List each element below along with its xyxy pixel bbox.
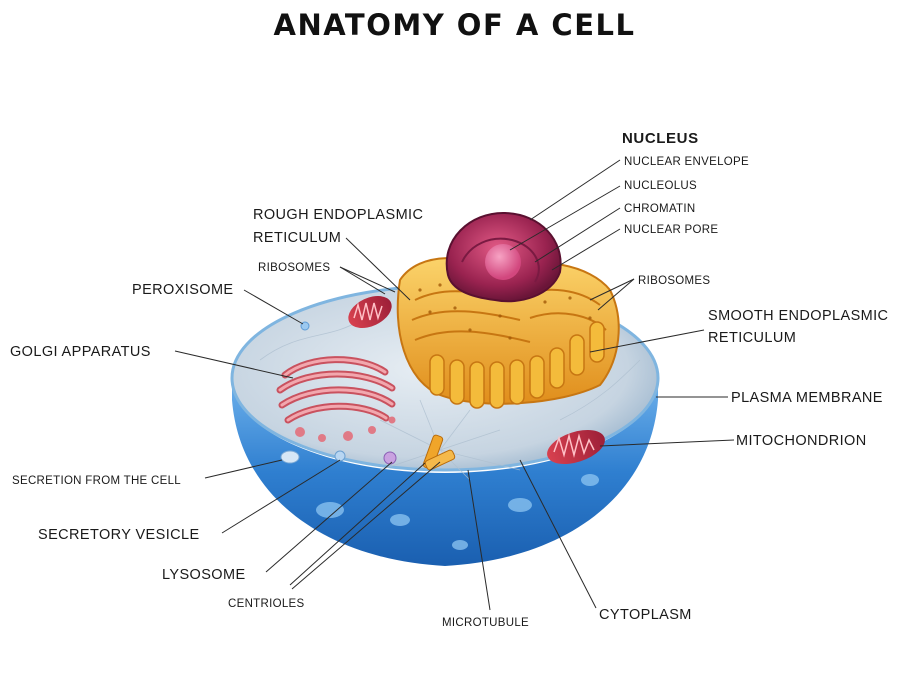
label-smooth-er-line2: RETICULUM xyxy=(708,330,796,346)
label-cytoplasm: CYTOPLASM xyxy=(599,607,692,623)
label-nucleus: NUCLEUS xyxy=(622,130,699,147)
label-ribosomes-right: RIBOSOMES xyxy=(638,275,710,287)
secretion-bubble xyxy=(281,451,299,463)
label-rough-er-line1: ROUGH ENDOPLASMIC xyxy=(253,207,423,223)
label-lysosome: LYSOSOME xyxy=(162,567,246,583)
label-peroxisome: PEROXISOME xyxy=(132,282,234,298)
label-microtubule: MICROTUBULE xyxy=(442,617,529,629)
label-centrioles: CENTRIOLES xyxy=(228,598,305,610)
label-plasma-membrane: PLASMA MEMBRANE xyxy=(731,390,883,406)
label-secretory-vesicle: SECRETORY VESICLE xyxy=(38,527,200,543)
label-mitochondrion: MITOCHONDRION xyxy=(736,433,867,449)
label-ribosomes-left: RIBOSOMES xyxy=(258,262,330,274)
label-nuclear-envelope: NUCLEAR ENVELOPE xyxy=(624,156,749,168)
label-nucleolus: NUCLEOLUS xyxy=(624,180,697,192)
lysosome-organelle xyxy=(384,452,396,464)
label-golgi-apparatus: GOLGI APPARATUS xyxy=(10,344,151,360)
secretory-vesicle-organelle xyxy=(335,451,345,461)
label-smooth-er-line1: SMOOTH ENDOPLASMIC xyxy=(708,308,888,324)
label-rough-er-line2: RETICULUM xyxy=(253,230,341,246)
label-secretion: SECRETION FROM THE CELL xyxy=(12,475,181,487)
label-chromatin: CHROMATIN xyxy=(624,203,695,215)
label-nuclear-pore: NUCLEAR PORE xyxy=(624,224,718,236)
